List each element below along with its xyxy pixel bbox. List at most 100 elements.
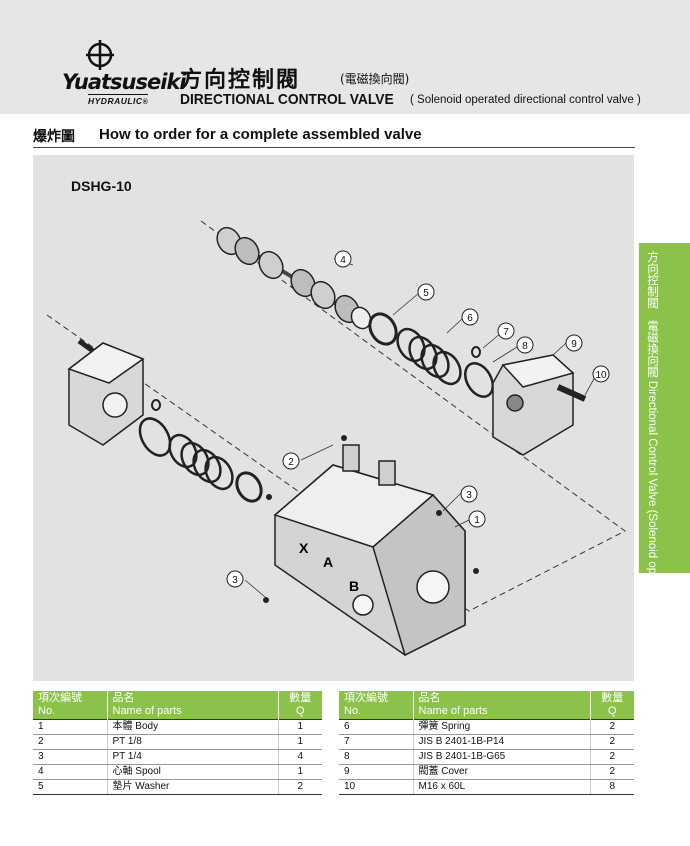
bolt-part [556,384,587,402]
cell-no: 10 [339,779,414,795]
cell-no: 4 [33,764,108,780]
title-english-sub: ( Solenoid operated directional control … [410,94,641,106]
cell-qty: 2 [590,764,634,780]
o-ring-large-left-part [138,417,172,457]
pt-plug-part [341,435,347,441]
callout-label-4: 4 [340,255,346,266]
spring-left-part [168,433,234,491]
cell-no: 2 [33,734,108,750]
cell-qty: 1 [278,719,322,735]
cover-right-part [492,354,575,456]
title-english: DIRECTIONAL CONTROL VALVE [180,91,394,108]
model-label: DSHG-10 [71,178,132,194]
cover-left-part [67,338,145,446]
cell-name: JIS B 2401-1B-P14 [413,734,591,750]
cell-qty: 2 [590,734,634,750]
brand-subtitle: HYDRAULIC® [88,94,149,106]
pt-plug-part [436,510,442,516]
side-tab: 方向控制閥 電磁換向閥 Directional Control Valve (S… [639,243,690,734]
exploded-view-diagram: X A B [46,220,626,657]
cell-name: M16 x 60L [413,779,591,795]
side-tab-label: 方向控制閥 電磁換向閥 Directional Control Valve (S… [646,251,658,734]
cell-name: 閥蓋 Cover [413,764,591,780]
cell-name: 墊片 Washer [107,779,279,795]
pt-plug-part [473,568,479,574]
cell-no: 5 [33,779,108,795]
callout-label-6: 6 [467,313,473,324]
section-title-chinese: 爆炸圖 [33,129,75,145]
cell-qty: 2 [590,719,634,735]
callout-labels: 4 5 6 7 8 9 10 2 3 1 3 [226,250,610,588]
cell-qty: 1 [278,764,322,780]
cell-qty: 1 [278,734,322,750]
callout-label-3b: 3 [232,575,238,586]
callout-label-2: 2 [288,457,294,468]
body-part: X A B [273,444,466,657]
brand-emblem-icon [86,40,114,70]
cell-name: 本體 Body [107,719,279,735]
svg-text:A: A [323,554,333,570]
cell-qty: 8 [590,779,634,795]
cell-no: 1 [33,719,108,735]
brand-name: Yuatsuseiki [62,70,187,94]
cell-name: 彈簧 Spring [413,719,591,735]
cell-name: PT 1/4 [107,749,279,765]
title-chinese-sub: (電磁換向閥) [340,72,410,86]
washer-left-part [235,471,263,503]
cell-no: 6 [339,719,414,735]
brand-logo: Yuatsuseiki HYDRAULIC® [58,40,187,106]
cell-no: 9 [339,764,414,780]
cell-qty: 4 [278,749,322,765]
callout-label-8: 8 [522,341,528,352]
cell-name: PT 1/8 [107,734,279,750]
svg-text:X: X [299,540,309,556]
cell-qty: 2 [278,779,322,795]
title-chinese: 方向控制閥 [180,68,301,93]
cell-no: 7 [339,734,414,750]
spring-right-part [396,327,462,386]
cell-no: 3 [33,749,108,765]
o-ring-large-part [464,362,494,398]
cell-qty: 2 [590,749,634,765]
plug-part [266,494,272,500]
callout-label-10: 10 [595,370,607,381]
cell-name: 心軸 Spool [107,764,279,780]
section-heading: 爆炸圖 How to order for a complete assemble… [33,126,635,148]
cell-no: 8 [339,749,414,765]
callout-label-1: 1 [474,515,480,526]
callout-label-3a: 3 [466,490,472,501]
callout-label-7: 7 [503,327,509,338]
spool-part [216,226,372,330]
callout-label-5: 5 [423,288,429,299]
section-title-english: How to order for a complete assembled va… [99,126,422,143]
pt-plug-part [263,597,269,603]
o-ring-small-left-part [151,399,161,411]
header-band [0,0,690,114]
washer-part [368,312,398,346]
svg-text:B: B [349,578,359,594]
o-ring-small-part [471,346,481,358]
cell-name: JIS B 2401-1B-G65 [413,749,591,765]
exploded-view-panel: DSHG-10 [33,155,634,681]
callout-label-9: 9 [571,339,577,350]
